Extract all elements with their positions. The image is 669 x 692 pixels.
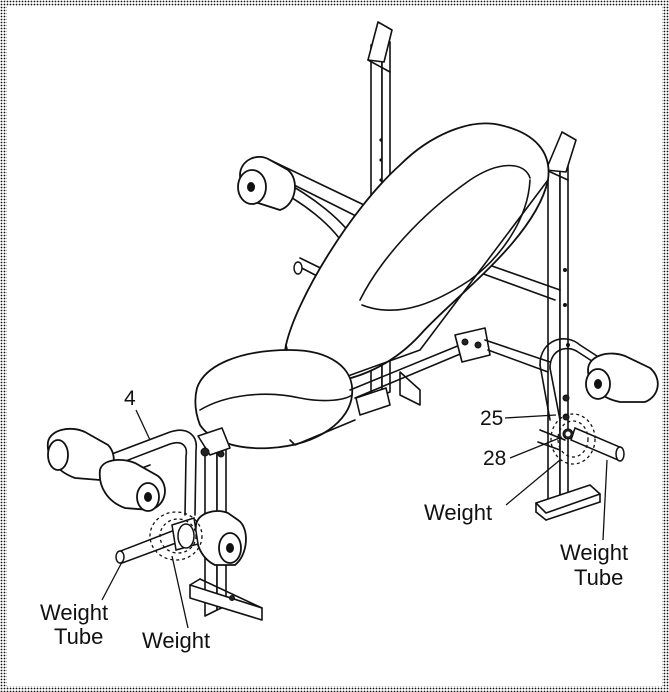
- label-left-weight-tube-2: Tube: [54, 624, 103, 649]
- label-right-weight: Weight: [424, 500, 492, 525]
- label-right-weight-tube-2: Tube: [574, 565, 623, 590]
- callout-28: 28: [483, 447, 506, 470]
- seat-pad: [194, 349, 391, 450]
- callout-4: 4: [124, 387, 136, 410]
- callout-25: 25: [480, 407, 503, 430]
- callouts: 4 25 28: [124, 387, 563, 470]
- backrest-pad: [284, 122, 550, 395]
- label-left-weight-tube-1: Weight: [40, 600, 108, 625]
- rear-left-roller-arm: [237, 155, 386, 256]
- center-frame: [349, 327, 551, 406]
- labels: Weight Tube Weight Weight Weight Tube: [40, 459, 628, 653]
- right-upright: [535, 131, 601, 521]
- left-leg-lever: [46, 428, 247, 566]
- label-left-weight: Weight: [142, 628, 210, 653]
- label-right-weight-tube-1: Weight: [560, 540, 628, 565]
- right-leg-lever: [537, 338, 659, 465]
